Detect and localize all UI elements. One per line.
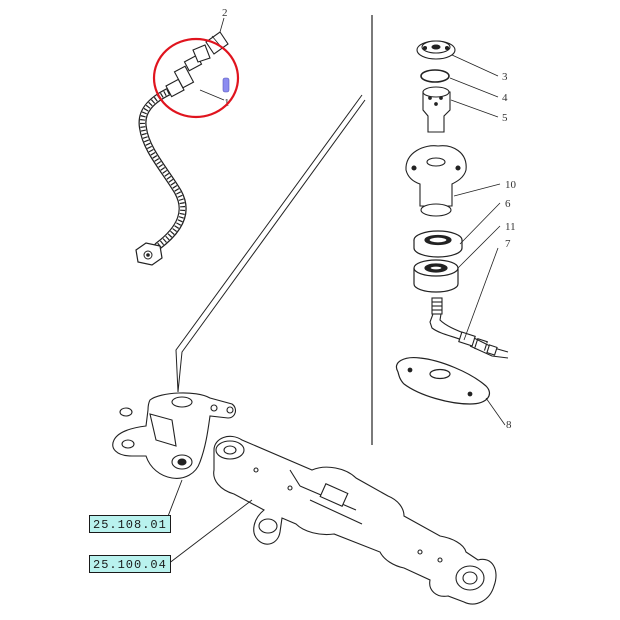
- callout-5: 5: [502, 112, 508, 124]
- callout-4: 4: [502, 92, 508, 104]
- detail-pointer-wedge: [175, 94, 366, 393]
- part-5-pin[interactable]: [422, 86, 451, 133]
- part-1-marker: [222, 77, 230, 93]
- part-10-housing[interactable]: [405, 145, 467, 217]
- part-4-ring[interactable]: [420, 69, 450, 83]
- hose-end-nut: [135, 242, 163, 266]
- callout-7: 7: [505, 238, 511, 250]
- steering-knuckle[interactable]: [112, 392, 237, 479]
- callout-2: 2: [222, 7, 228, 19]
- leader-3: [451, 54, 499, 77]
- part-11-bearing[interactable]: [413, 259, 459, 293]
- part-7-sensor[interactable]: [429, 297, 509, 359]
- callout-6: 6: [505, 198, 511, 210]
- part-3-cap[interactable]: [416, 40, 456, 60]
- leader-7: [463, 247, 499, 341]
- highlight-circle: [152, 37, 240, 119]
- brake-hose-part[interactable]: [135, 44, 211, 266]
- callout-10: 10: [505, 179, 517, 191]
- leader-1: [199, 89, 225, 101]
- callout-3: 3: [502, 71, 508, 83]
- leader-2: [219, 17, 225, 33]
- axle-housing[interactable]: [213, 435, 497, 605]
- leader-8: [485, 397, 506, 426]
- callout-11: 11: [505, 221, 516, 233]
- leader-4: [449, 77, 499, 98]
- part-6-bearing[interactable]: [413, 230, 463, 258]
- hose-upper-fitting: [165, 44, 211, 98]
- callout-1: 1: [224, 97, 230, 109]
- callout-8: 8: [506, 419, 512, 431]
- leader-6: [459, 202, 501, 245]
- leader-10: [453, 183, 501, 197]
- leader-5: [450, 99, 499, 118]
- part-8-plate[interactable]: [395, 357, 491, 405]
- ref-link-25-100-04[interactable]: 25.100.04: [89, 555, 171, 573]
- ref-link-25-108-01[interactable]: 25.108.01: [89, 515, 171, 533]
- leader-11: [457, 225, 501, 269]
